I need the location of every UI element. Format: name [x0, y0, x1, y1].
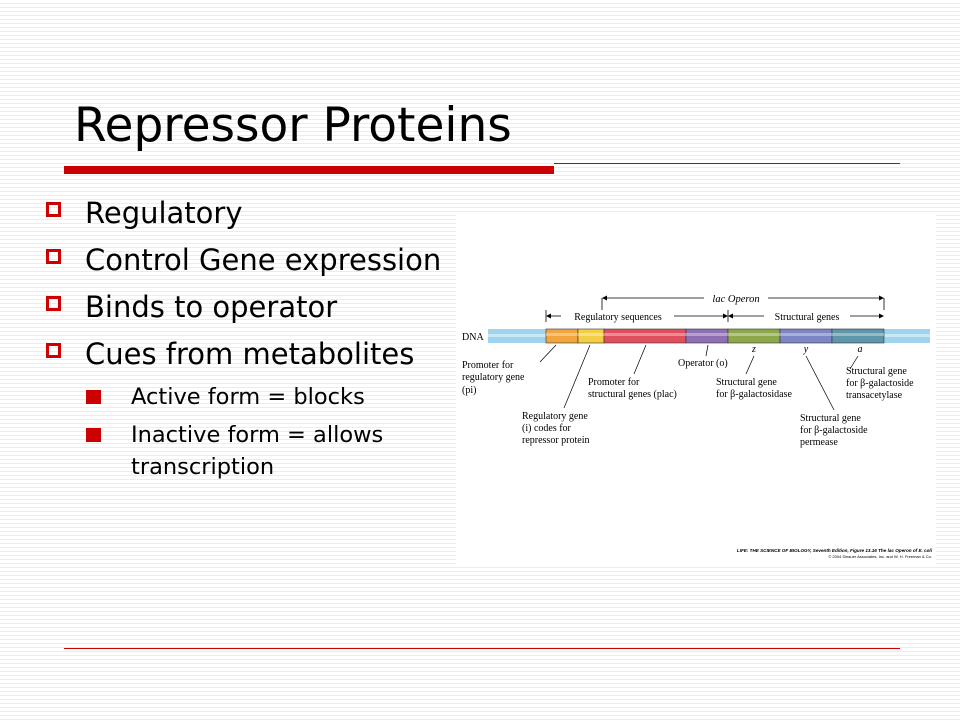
- bullet-item: Regulatory: [44, 193, 444, 233]
- gene-y-label: y: [803, 344, 809, 355]
- structural-genes-header: Structural genes: [775, 312, 840, 323]
- footer-rule: [64, 648, 900, 649]
- sub-bullet-item: Active form = blocks: [86, 381, 444, 413]
- arrowhead-icon: [879, 313, 884, 319]
- promoter-lac-label: structural genes (plac): [588, 389, 677, 400]
- struct-perm-label: for β-galactoside: [800, 425, 868, 436]
- bullet-item: Binds to operator: [44, 287, 444, 327]
- regulatory-sequences-header: Regulatory sequences: [574, 312, 662, 323]
- promoter-i-label: regulatory gene: [462, 372, 525, 383]
- struct-perm-label: permease: [800, 437, 838, 448]
- bullet-text: Binds to operator: [85, 290, 338, 324]
- title-rule: [554, 163, 900, 164]
- bullet-text: Control Gene expression: [85, 243, 442, 277]
- promoter-i-label: (pi): [462, 385, 476, 396]
- bullet-text: Cues from metabolites: [85, 337, 415, 371]
- filled-square-bullet-icon: [86, 428, 101, 442]
- gene-a-segment: [831, 328, 885, 344]
- hollow-square-bullet-icon: [46, 249, 61, 264]
- arrowhead-icon: [546, 313, 551, 319]
- struct-trans-label: for β-galactoside: [846, 378, 914, 389]
- hollow-square-bullet-icon: [46, 296, 61, 311]
- promoter-lac-label: Promoter for: [588, 377, 640, 388]
- bullet-item: Control Gene expression: [44, 240, 444, 280]
- struct-gal-label: Structural gene: [716, 377, 777, 388]
- arrowhead-icon: [879, 295, 884, 301]
- sub-bullet-text: Active form = blocks: [131, 384, 365, 410]
- sub-bullet-text: Inactive form = allows transcription: [131, 422, 384, 480]
- bullet-item: Cues from metabolites: [44, 334, 444, 374]
- arrowhead-icon: [602, 295, 607, 301]
- operon-header: lac Operon: [712, 294, 759, 305]
- filled-square-bullet-icon: [86, 390, 101, 404]
- bullet-text: Regulatory: [85, 196, 243, 230]
- title-underline: [64, 166, 554, 174]
- operator-label: Operator (o): [678, 358, 728, 369]
- dna-label: DNA: [462, 332, 484, 343]
- hollow-square-bullet-icon: [46, 202, 61, 217]
- lac-operon-figure: lac Operon Regulatory sequences Structur…: [456, 212, 936, 564]
- hollow-square-bullet-icon: [46, 343, 61, 358]
- struct-perm-label: Structural gene: [800, 413, 861, 424]
- slide-title: Repressor Proteins: [74, 98, 512, 153]
- gene-a-label: a: [858, 344, 863, 355]
- regulatory-gene-label: (i) codes for: [522, 423, 572, 434]
- arrowhead-icon: [723, 313, 728, 319]
- promoter-i-label: Promoter for: [462, 360, 514, 371]
- struct-trans-label: transacetylase: [846, 390, 903, 401]
- sub-bullet-item: Inactive form = allows transcription: [86, 419, 444, 483]
- figure-copyright: © 2004 Sinauer Associates, Inc. and W. H…: [828, 554, 932, 559]
- regulatory-gene-label: repressor protein: [522, 435, 589, 446]
- regulatory-gene-label: Regulatory gene: [522, 411, 588, 422]
- bullet-list: Regulatory Control Gene expression Binds…: [44, 193, 444, 489]
- gene-z-label: z: [751, 344, 756, 355]
- lac-operon-diagram: lac Operon Regulatory sequences Structur…: [462, 294, 933, 559]
- struct-gal-label: for β-galactosidase: [716, 389, 792, 400]
- arrowhead-icon: [728, 313, 733, 319]
- figure-credit: LIFE: THE SCIENCE OF BIOLOGY, Seventh Ed…: [737, 548, 933, 553]
- struct-trans-label: Structural gene: [846, 366, 907, 377]
